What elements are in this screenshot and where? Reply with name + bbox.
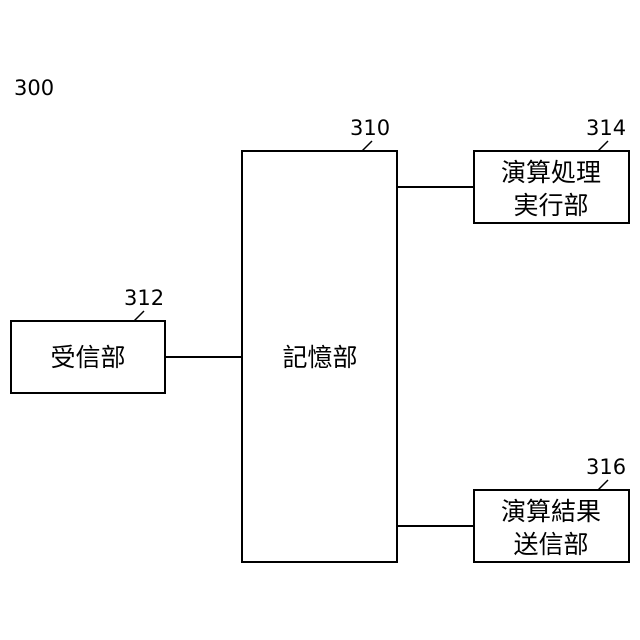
processor-ref-leader <box>598 141 608 151</box>
sender-ref-leader <box>598 480 608 490</box>
storage-label: 記憶部 <box>282 343 357 372</box>
processor-label-line-1: 演算処理 <box>501 158 601 187</box>
storage-ref-leader <box>362 141 372 151</box>
receiver-ref-leader <box>134 311 144 321</box>
figure-label: 300 <box>14 76 54 100</box>
sender-label-line-2: 送信部 <box>513 530 588 559</box>
storage-ref: 310 <box>350 116 390 140</box>
sender-ref: 316 <box>586 455 626 479</box>
receiver-ref: 312 <box>124 286 164 310</box>
sender-label-line-1: 演算結果 <box>501 497 601 526</box>
processor-ref: 314 <box>586 116 626 140</box>
processor-label-line-2: 実行部 <box>513 191 588 220</box>
receiver-label: 受信部 <box>50 343 125 372</box>
